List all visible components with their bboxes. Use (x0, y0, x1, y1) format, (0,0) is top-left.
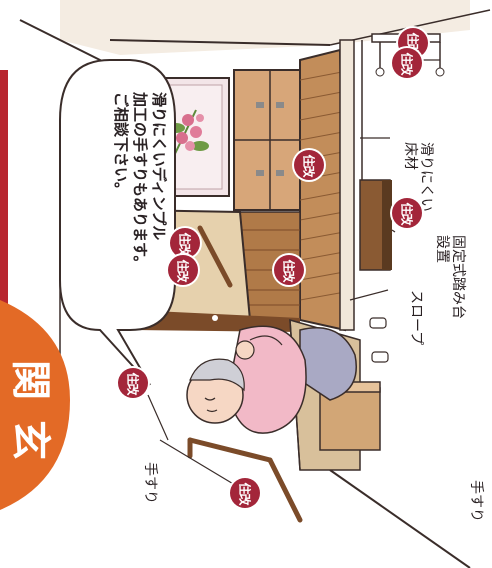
cabinet-handle (276, 170, 284, 176)
fixed-step-bench-side (382, 180, 392, 270)
speech-bubble-text: 滑りにくいディンプル 加工の手すりもあります。 ご相談下さい。 (112, 92, 169, 271)
room-edge-line (329, 9, 491, 46)
fixed-bench-label-line: 設置 (433, 235, 450, 263)
wood-floor (299, 48, 347, 332)
wall-handrail (197, 225, 233, 288)
renovation-badge: 住改 (392, 198, 422, 228)
title-band (0, 300, 70, 510)
cabinet-handle (256, 170, 264, 176)
cabinet-handle (276, 102, 284, 108)
speech-bubble-line: 加工の手すりもあります。 (131, 92, 150, 271)
title-char: 関 (7, 360, 53, 400)
fixed-bench-label-line: 固定式踏み台 (450, 235, 466, 319)
speech-bubble-line: ご相談下さい。 (112, 92, 131, 198)
renovation-badge: 住改 (118, 368, 148, 398)
page-edge-band (0, 70, 8, 330)
handrail-label-top-right: 手すり (468, 480, 484, 522)
fixed-bench-label: 固定式踏み台 設置 (434, 235, 466, 319)
floor-handrail (187, 437, 303, 523)
handrail-bracket-end (435, 67, 445, 77)
handrail-label-bottom-left: 手すり (142, 462, 158, 504)
door-frame-post (339, 39, 355, 331)
slope-label: スロープ (408, 290, 424, 346)
renovation-badge: 住改 (294, 150, 324, 180)
room-edge-line (329, 469, 471, 568)
renovation-badge: 住改 (170, 228, 200, 258)
title-char: 玄 (7, 420, 53, 460)
step-planks (242, 229, 300, 306)
elderly-person (186, 317, 389, 434)
renovation-badge: 住改 (274, 255, 304, 285)
cabinet-handle (256, 102, 264, 108)
leader-lines (147, 59, 440, 489)
renovation-badge: 住改 (230, 478, 260, 508)
handrail-bracket-end (375, 67, 385, 77)
nonslip-floor-label-line: 滑りにくい (418, 142, 434, 212)
renovation-badge: 住改 (392, 48, 422, 78)
speech-bubble-line: 滑りにくいディンプル (150, 92, 168, 241)
flower-painting (167, 109, 209, 161)
ceiling-edge (109, 39, 331, 46)
renovation-badge: 住改 (168, 255, 198, 285)
floor-dot (212, 315, 218, 321)
